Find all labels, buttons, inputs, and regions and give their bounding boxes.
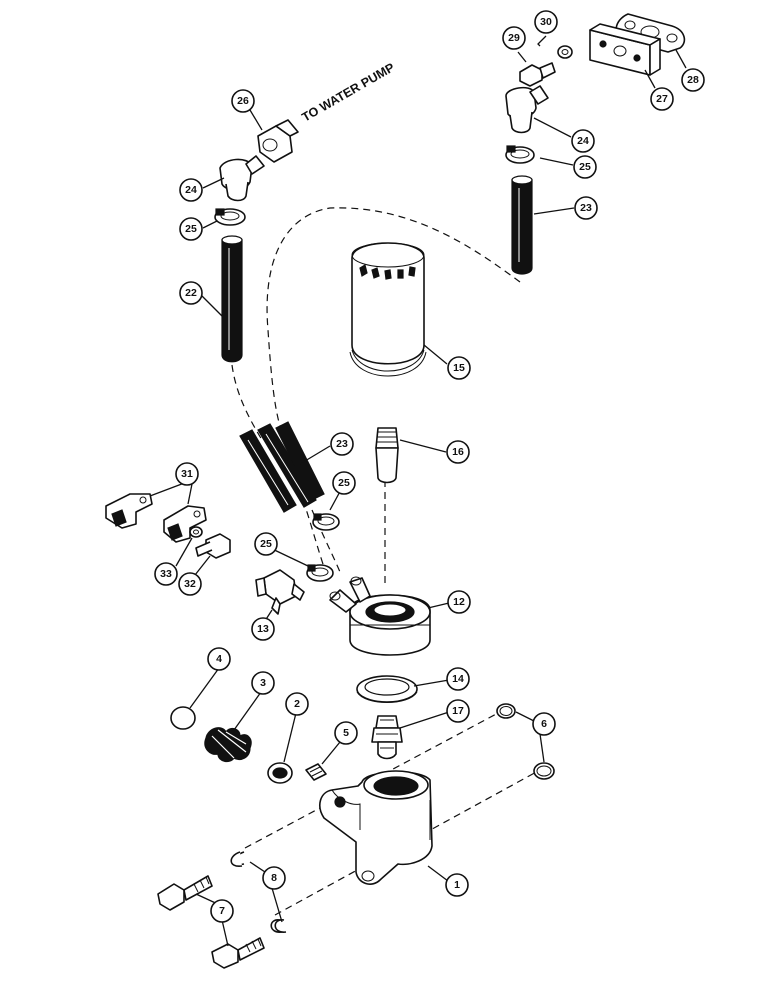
- svg-text:25: 25: [579, 161, 591, 173]
- part-2-valve: [267, 762, 293, 784]
- svg-text:33: 33: [160, 568, 172, 580]
- svg-text:8: 8: [271, 872, 277, 884]
- part-14-seal-ring: [356, 675, 418, 703]
- svg-text:25: 25: [338, 477, 350, 489]
- svg-text:6: 6: [541, 718, 547, 730]
- svg-text:7: 7: [219, 905, 225, 917]
- part-17-threaded-stud: [371, 715, 403, 760]
- part-25-clamp-center-upper: [312, 513, 340, 531]
- callout-30: 30: [534, 10, 558, 34]
- part-22-hose: [221, 235, 243, 363]
- callout-29: 29: [502, 26, 526, 50]
- svg-text:5: 5: [343, 727, 349, 739]
- svg-text:17: 17: [452, 705, 464, 717]
- callout-32: 32: [178, 572, 202, 596]
- to-water-pump-note: TO WATER PUMP: [300, 60, 397, 124]
- callout-8: 8: [262, 866, 286, 890]
- svg-text:1: 1: [454, 879, 460, 891]
- callout-23-center: 23: [330, 432, 354, 456]
- svg-text:24: 24: [577, 135, 589, 147]
- svg-text:25: 25: [260, 538, 272, 550]
- callout-13: 13: [251, 617, 275, 641]
- callout-28: 28: [681, 68, 705, 92]
- part-23-hose-pair: [239, 421, 325, 513]
- svg-text:14: 14: [452, 673, 464, 685]
- part-30-lock-washer: [557, 45, 573, 59]
- svg-text:28: 28: [687, 74, 699, 86]
- svg-text:3: 3: [260, 677, 266, 689]
- part-6-o-rings: [496, 703, 555, 780]
- part-24-elbow-left: [219, 155, 265, 202]
- part-23-hose-right: [511, 175, 533, 275]
- svg-text:25: 25: [185, 223, 197, 235]
- callout-26: 26: [231, 89, 255, 113]
- callout-4: 4: [207, 647, 231, 671]
- svg-text:16: 16: [452, 446, 464, 458]
- part-27-adapter-plate: [589, 23, 661, 76]
- callout-25-center-upper: 25: [332, 471, 356, 495]
- callout-24-left: 24: [179, 178, 203, 202]
- callout-15: 15: [447, 356, 471, 380]
- part-5-plug: [305, 763, 327, 781]
- part-25-clamp-left-top: [214, 208, 246, 226]
- part-31-clips: [105, 493, 207, 543]
- svg-text:23: 23: [580, 202, 592, 214]
- svg-text:26: 26: [237, 95, 249, 107]
- callout-25-left-top: 25: [179, 217, 203, 241]
- part-33-washer: [189, 526, 203, 538]
- callout-5: 5: [334, 721, 358, 745]
- part-12-oil-cooler: [329, 576, 431, 656]
- svg-text:23: 23: [336, 438, 348, 450]
- svg-text:13: 13: [257, 623, 269, 635]
- part-3-spring: [204, 727, 252, 763]
- part-13-tee-fitting: [255, 569, 305, 615]
- svg-text:27: 27: [656, 93, 668, 105]
- callout-1: 1: [445, 873, 469, 897]
- part-16-nipple: [375, 427, 399, 484]
- callout-17: 17: [446, 699, 470, 723]
- svg-text:22: 22: [185, 287, 197, 299]
- part-8-snap-rings: [230, 851, 287, 933]
- part-24-elbow-right: [505, 85, 549, 134]
- callout-33: 33: [154, 562, 178, 586]
- svg-text:4: 4: [216, 653, 222, 665]
- leader-lines: [149, 35, 687, 947]
- part-25-clamp-center-lower: [306, 564, 334, 582]
- callout-14: 14: [446, 667, 470, 691]
- part-1-housing: [319, 770, 433, 885]
- callout-24-right: 24: [571, 129, 595, 153]
- callout-25-right: 25: [573, 155, 597, 179]
- part-4-plug: [170, 706, 196, 730]
- part-7-bolts: [157, 875, 265, 969]
- svg-text:2: 2: [294, 698, 300, 710]
- callout-6: 6: [532, 712, 556, 736]
- callout-31: 31: [175, 462, 199, 486]
- svg-text:32: 32: [184, 578, 196, 590]
- callout-25-center-lower: 25: [254, 532, 278, 556]
- part-29-bolt: [519, 62, 556, 87]
- svg-text:30: 30: [540, 16, 552, 28]
- callout-27: 27: [650, 87, 674, 111]
- callout-2: 2: [285, 692, 309, 716]
- callout-16: 16: [446, 440, 470, 464]
- svg-text:29: 29: [508, 32, 520, 44]
- svg-text:24: 24: [185, 184, 197, 196]
- svg-text:12: 12: [453, 596, 465, 608]
- callout-3: 3: [251, 671, 275, 695]
- callout-7: 7: [210, 899, 234, 923]
- part-26-fitting: [257, 119, 299, 163]
- part-15-oil-filter: [349, 242, 427, 377]
- part-32-bolt: [195, 533, 231, 559]
- svg-text:15: 15: [453, 362, 465, 374]
- callout-12: 12: [447, 590, 471, 614]
- part-25-clamp-right: [505, 145, 535, 164]
- callout-23-right: 23: [574, 196, 598, 220]
- callout-22: 22: [179, 281, 203, 305]
- svg-text:31: 31: [181, 468, 193, 480]
